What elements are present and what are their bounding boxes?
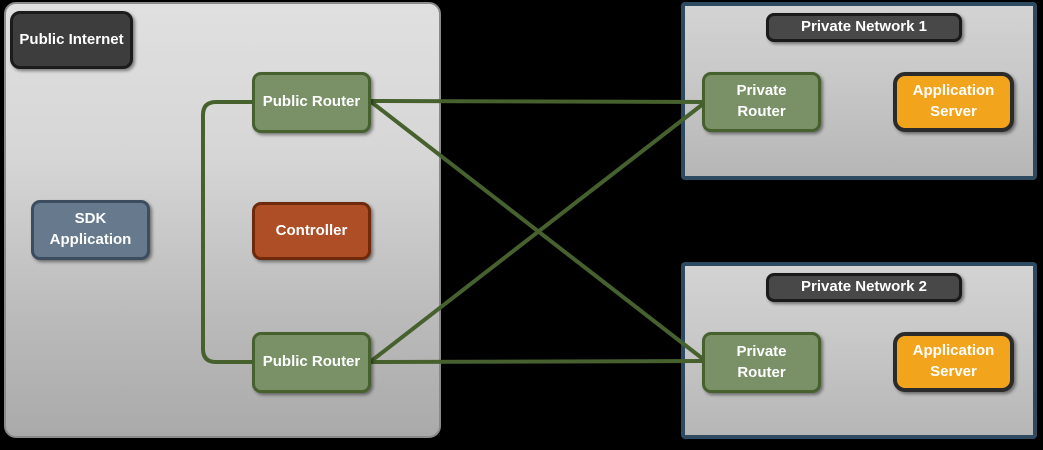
application-server-2-label: Application Server — [912, 342, 995, 380]
application-server-1-label: Application Server — [912, 82, 995, 120]
private-network-1-title-text: Private Network 1 — [801, 18, 927, 36]
sdk-application-node: SDK Application — [31, 200, 150, 260]
public-internet-label: Public Internet — [10, 11, 133, 69]
private-network-2-title-text: Private Network 2 — [801, 278, 927, 296]
private-router-2-node: Private Router — [702, 332, 821, 393]
controller-label: Controller — [275, 221, 348, 239]
private-network-2-title: Private Network 2 — [766, 273, 962, 302]
public-router-top-label: Public Router — [262, 93, 361, 111]
controller-node: Controller — [252, 202, 371, 260]
application-server-1-node: Application Server — [893, 72, 1014, 132]
public-router-bottom-node: Public Router — [252, 332, 371, 393]
sdk-application-label: SDK Application — [49, 210, 132, 248]
public-router-bottom-label: Public Router — [262, 353, 361, 371]
private-router-1-node: Private Router — [702, 72, 821, 132]
private-network-1-title: Private Network 1 — [766, 13, 962, 42]
application-server-2-node: Application Server — [893, 332, 1014, 392]
public-internet-label-text: Public Internet — [19, 30, 124, 48]
public-router-top-node: Public Router — [252, 72, 371, 133]
private-router-2-label: Private Router — [736, 342, 787, 381]
private-router-1-label: Private Router — [736, 82, 787, 120]
